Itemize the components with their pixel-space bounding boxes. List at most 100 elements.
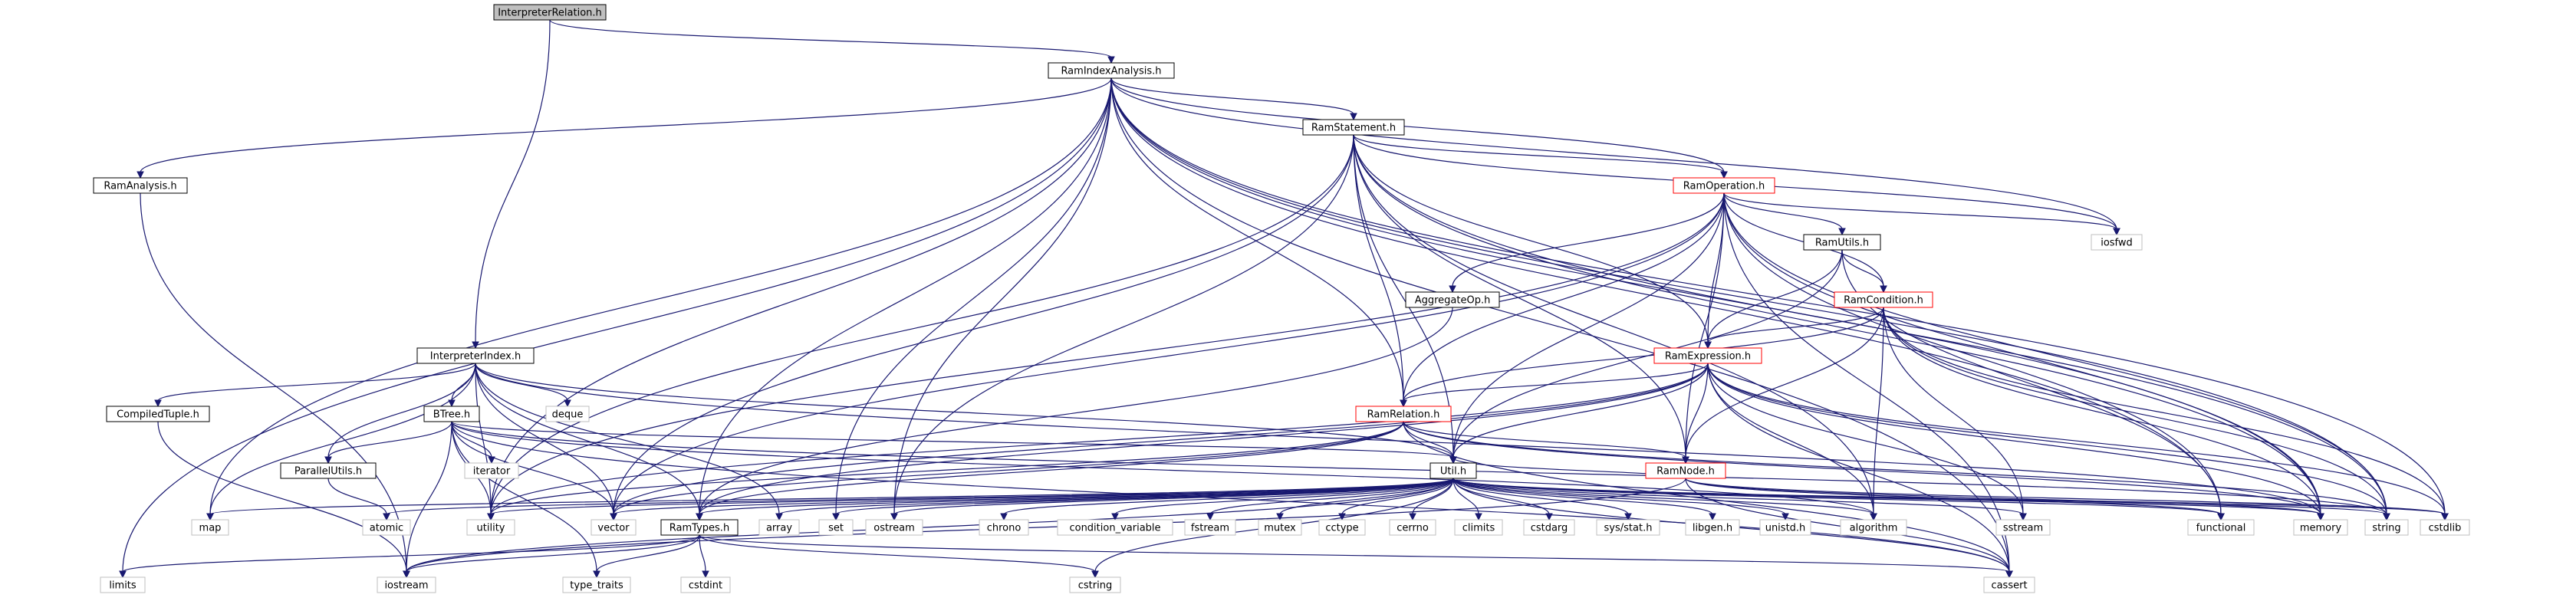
node-box	[1405, 291, 1500, 308]
include-edge	[1452, 478, 2449, 521]
include-edge	[1403, 421, 1457, 465]
node-label: unistd.h	[1765, 523, 1806, 534]
graph-node-ramtypes-h[interactable]: RamTypes.h	[660, 519, 739, 536]
include-edge	[487, 77, 1112, 521]
node-box	[1355, 406, 1452, 422]
node-label: memory	[2300, 523, 2342, 534]
graph-node-util-h[interactable]: Util.h	[1429, 462, 1477, 479]
graph-node-ramindexanalysis-h[interactable]: RamIndexAnalysis.h	[1048, 62, 1175, 79]
node-box	[2293, 519, 2348, 536]
include-edge	[1110, 77, 2225, 521]
node-box	[93, 177, 188, 194]
graph-node-ramrelation-h[interactable]: RamRelation.h	[1355, 406, 1452, 422]
graph-node-utility: utility	[466, 519, 515, 536]
node-label: cstdint	[689, 580, 722, 592]
include-edge	[1353, 134, 2324, 521]
node-label: ParallelUtils.h	[294, 466, 362, 478]
include-edge	[119, 534, 700, 579]
node-label: RamUtils.h	[1815, 238, 1869, 249]
node-label: RamOperation.h	[1683, 181, 1765, 192]
node-box	[1318, 519, 1366, 536]
include-edge	[1110, 77, 1728, 179]
include-edge	[699, 534, 1099, 579]
node-box	[1673, 177, 1775, 194]
include-edge	[1000, 478, 1454, 521]
graph-node-ramexpression-h[interactable]: RamExpression.h	[1653, 347, 1762, 364]
node-box	[1596, 519, 1660, 536]
node-box	[1454, 519, 1503, 536]
graph-node-btree-h[interactable]: BTree.h	[423, 406, 480, 422]
graph-node-sys-stat-h: sys/stat.h	[1596, 519, 1660, 536]
include-edge	[1353, 134, 1728, 179]
graph-node-cstring: cstring	[1069, 576, 1121, 593]
node-box	[1834, 291, 1933, 308]
node-label: map	[199, 523, 222, 534]
node-box	[2091, 234, 2143, 251]
node-label: deque	[552, 409, 584, 421]
include-edge	[1409, 478, 1454, 521]
graph-node-functional: functional	[2187, 519, 2255, 536]
node-box	[280, 462, 377, 479]
include-edge	[1704, 307, 1884, 350]
graph-node-interpreterrelation-h: InterpreterRelation.h	[493, 4, 607, 21]
graph-node-condition-variable: condition_variable	[1057, 519, 1173, 536]
include-edge	[1452, 478, 1482, 521]
node-label: RamNode.h	[1656, 466, 1715, 478]
graph-node-ramoperation-h[interactable]: RamOperation.h	[1673, 177, 1775, 194]
node-box	[106, 406, 210, 422]
graph-node-ramnode-h[interactable]: RamNode.h	[1645, 462, 1726, 479]
node-label: cstdarg	[1531, 523, 1568, 534]
graph-node-ramcondition-h[interactable]: RamCondition.h	[1834, 291, 1933, 308]
node-box	[1048, 62, 1175, 79]
node-label: type_traits	[570, 580, 623, 592]
graph-node-aggregateop-h[interactable]: AggregateOp.h	[1405, 291, 1500, 308]
include-edge	[206, 77, 1112, 521]
include-edge	[475, 363, 1457, 465]
include-edge	[1452, 478, 1789, 521]
node-label: RamCondition.h	[1844, 295, 1923, 307]
node-box	[1302, 119, 1405, 136]
graph-node-unistd-h: unistd.h	[1759, 519, 1811, 536]
node-box	[100, 576, 146, 593]
node-box	[1653, 347, 1762, 364]
node-box	[591, 519, 637, 536]
node-box	[362, 519, 411, 536]
graph-node-cstdarg: cstdarg	[1523, 519, 1575, 536]
graph-node-vector: vector	[591, 519, 637, 536]
graph-node-chrono: chrono	[979, 519, 1029, 536]
node-label: ostream	[873, 523, 915, 534]
graph-node-compiledtuple-h[interactable]: CompiledTuple.h	[106, 406, 210, 422]
node-label: climits	[1462, 523, 1495, 534]
node-box	[423, 406, 480, 422]
graph-node-interpreterindex-h[interactable]: InterpreterIndex.h	[416, 347, 535, 364]
graph-node-parallelutils-h[interactable]: ParallelUtils.h	[280, 462, 377, 479]
include-edge	[1452, 478, 1632, 521]
include-edge	[699, 534, 709, 579]
node-box	[1645, 462, 1726, 479]
graph-node-ramutils-h[interactable]: RamUtils.h	[1803, 234, 1881, 251]
node-box	[979, 519, 1029, 536]
node-box	[493, 4, 607, 21]
node-label: libgen.h	[1693, 523, 1732, 534]
node-box	[1429, 462, 1477, 479]
node-box	[758, 519, 800, 536]
graph-node-deque: deque	[545, 406, 590, 422]
include-edge	[610, 192, 1725, 521]
graph-node-ramstatement-h[interactable]: RamStatement.h	[1302, 119, 1405, 136]
include-edge	[403, 421, 452, 579]
node-label: cstring	[1078, 580, 1112, 592]
include-edge	[472, 19, 551, 350]
node-label: RamIndexAnalysis.h	[1061, 66, 1161, 77]
graph-node-cerrno: cerrno	[1389, 519, 1436, 536]
include-edge	[1452, 478, 2225, 521]
include-edge	[1449, 192, 1725, 465]
node-label: mutex	[1264, 523, 1296, 534]
graph-node-cctype: cctype	[1318, 519, 1366, 536]
include-edge	[1723, 192, 2120, 236]
node-label: InterpreterRelation.h	[498, 8, 602, 19]
graph-node-set: set	[818, 519, 854, 536]
graph-node-ramanalysis-h[interactable]: RamAnalysis.h	[93, 177, 188, 194]
node-label: cctype	[1325, 523, 1358, 534]
graph-node-cstdlib: cstdlib	[2420, 519, 2470, 536]
